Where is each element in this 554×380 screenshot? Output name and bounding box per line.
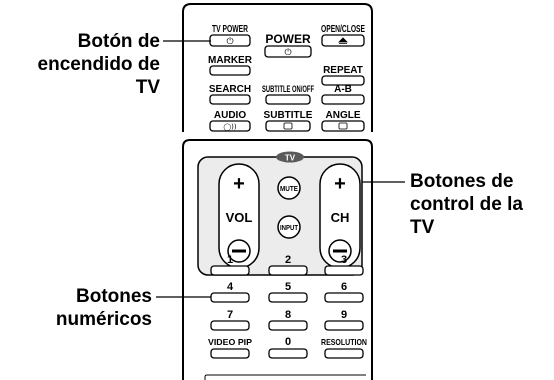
search-button[interactable] — [209, 94, 251, 105]
tv-power-callout-line-2: encendido de — [37, 54, 160, 75]
audio-label: AUDIO — [214, 110, 246, 121]
tv-badge — [276, 151, 304, 163]
a-b-button[interactable] — [321, 94, 365, 105]
search-label: SEARCH — [209, 84, 251, 95]
video-pip-button[interactable] — [210, 348, 250, 359]
power-label: POWER — [265, 32, 311, 46]
key-1-label: 1 — [227, 254, 233, 266]
key-9-button[interactable] — [324, 320, 364, 331]
tv-control-callout-line-1: Botones de — [410, 171, 514, 192]
key-8-label: 8 — [285, 309, 291, 321]
ch-minus-icon — [333, 249, 347, 253]
tv-control-callout: Botones de control de la TV — [410, 170, 554, 239]
vol-minus-icon — [232, 249, 246, 253]
subtitle-on-off-label: SUBTITLE ON/OFF — [262, 84, 314, 94]
numeric-callout-line-1: Botones — [76, 286, 152, 307]
vol-label: VOL — [226, 210, 253, 225]
open-close-label: OPEN/CLOSE — [321, 24, 365, 35]
mute-button[interactable] — [277, 176, 301, 200]
repeat-label: REPEAT — [323, 65, 363, 76]
mute-label: MUTE — [280, 184, 298, 193]
key-7-label: 7 — [227, 309, 233, 321]
a-b-label: A-B — [334, 84, 352, 95]
subtitle-button[interactable] — [265, 120, 311, 132]
marker-label: MARKER — [208, 55, 253, 66]
subtitle-icon — [283, 122, 293, 130]
key-4-button[interactable] — [210, 292, 250, 303]
tv-control-callout-line-3: TV — [410, 217, 435, 238]
resolution-button[interactable] — [324, 348, 364, 359]
ch-label: CH — [331, 210, 350, 225]
tv-power-label: TV POWER — [212, 24, 249, 35]
angle-label: ANGLE — [326, 110, 361, 121]
audio-icon: ◯)) — [223, 123, 237, 131]
key-1-button[interactable] — [210, 265, 250, 276]
numeric-callout: Botones numéricos — [0, 285, 152, 331]
subtitle-on-off-button[interactable] — [265, 94, 311, 105]
key-5-button[interactable] — [268, 292, 308, 303]
tv-badge-label: TV — [285, 154, 296, 163]
audio-button[interactable] — [209, 120, 251, 132]
video-pip-label: VIDEO PIP — [208, 337, 252, 347]
tv-control-callout-line-2: control de la — [410, 194, 523, 215]
key-3-label: 3 — [341, 254, 347, 266]
marker-button[interactable] — [209, 65, 251, 76]
angle-icon — [338, 122, 348, 130]
key-5-label: 5 — [285, 281, 291, 293]
power-icon: ⏻ — [284, 47, 291, 58]
tv-power-callout-line-1: Botón de — [77, 31, 160, 52]
remote-top-outline — [182, 3, 373, 132]
resolution-label: RESOLUTION — [321, 337, 367, 347]
key-4-label: 4 — [227, 281, 234, 293]
key-9-label: 9 — [341, 309, 347, 321]
key-0-button[interactable] — [268, 348, 308, 359]
tv-power-icon: ⏻ — [226, 36, 233, 47]
key-6-label: 6 — [341, 281, 347, 293]
subtitle-label: SUBTITLE — [264, 110, 313, 121]
ch-plus: + — [334, 173, 346, 195]
power-button[interactable] — [264, 45, 312, 58]
input-label: INPUT — [280, 223, 298, 232]
input-button[interactable] — [277, 215, 301, 239]
key-3-button[interactable] — [324, 265, 364, 276]
eject-icon — [338, 37, 348, 44]
remote-bottom-outline — [182, 139, 373, 380]
key-2-label: 2 — [285, 254, 291, 266]
key-7-button[interactable] — [210, 320, 250, 331]
numeric-callout-line-2: numéricos — [55, 309, 152, 330]
angle-button[interactable] — [321, 120, 365, 132]
key-0-label: 0 — [285, 336, 291, 348]
vol-plus: + — [233, 173, 245, 195]
numeric-keypad: 1 2 3 4 5 6 7 8 9 VIDEO PIP 0 RESOLUTION — [208, 254, 367, 359]
repeat-button[interactable] — [321, 75, 365, 86]
key-2-button[interactable] — [268, 265, 308, 276]
tv-power-callout: Botón de encendido de TV — [0, 30, 160, 99]
key-8-button[interactable] — [268, 320, 308, 331]
remote-bottom-edge — [204, 374, 366, 380]
tv-power-callout-line-3: TV — [135, 77, 160, 98]
key-6-button[interactable] — [324, 292, 364, 303]
